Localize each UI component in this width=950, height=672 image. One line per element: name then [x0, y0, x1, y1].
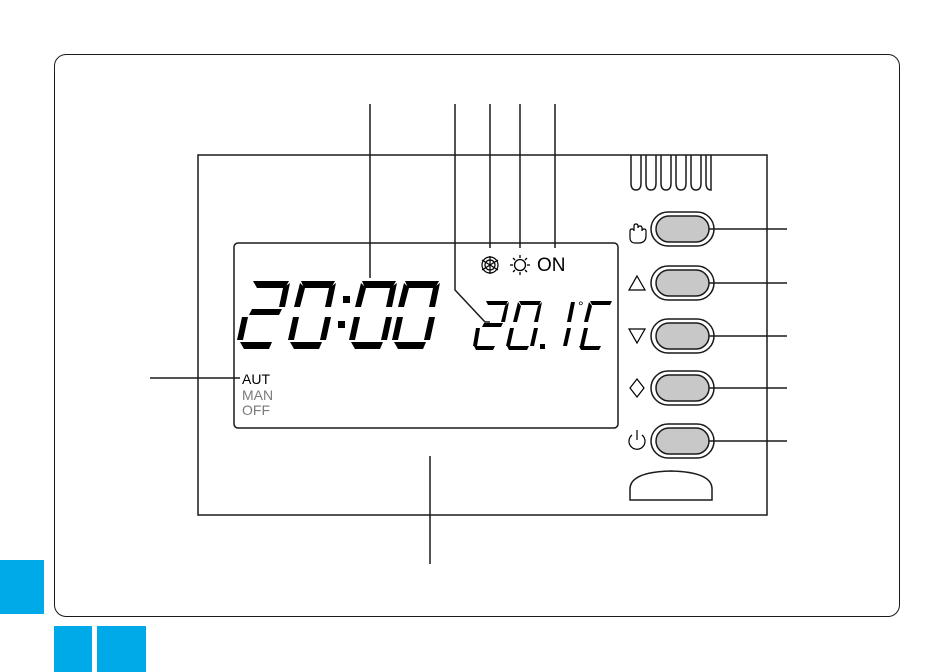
power-icon	[629, 430, 645, 449]
sun-icon	[510, 255, 530, 275]
callout-line-temperature	[455, 104, 490, 322]
degree-symbol: °	[578, 298, 584, 314]
down-button[interactable]	[651, 319, 714, 353]
diamond-icon	[630, 379, 644, 397]
power-button[interactable]	[651, 424, 714, 458]
battery-compartment	[630, 471, 712, 500]
temperature-readout	[473, 301, 612, 350]
manual-button[interactable]	[651, 212, 714, 246]
triangle-down-icon	[629, 329, 645, 343]
time-readout	[237, 281, 440, 349]
snowflake-icon	[482, 256, 498, 274]
triangle-up-icon	[629, 276, 645, 290]
mode-aut-label: AUT	[242, 372, 270, 386]
vent-grille	[631, 155, 711, 190]
up-button[interactable]	[651, 266, 714, 300]
hand-icon	[630, 224, 646, 243]
on-indicator: ON	[537, 255, 566, 277]
select-button[interactable]	[651, 371, 714, 405]
mode-off-label: OFF	[242, 403, 270, 417]
mode-man-label: MAN	[242, 388, 273, 402]
